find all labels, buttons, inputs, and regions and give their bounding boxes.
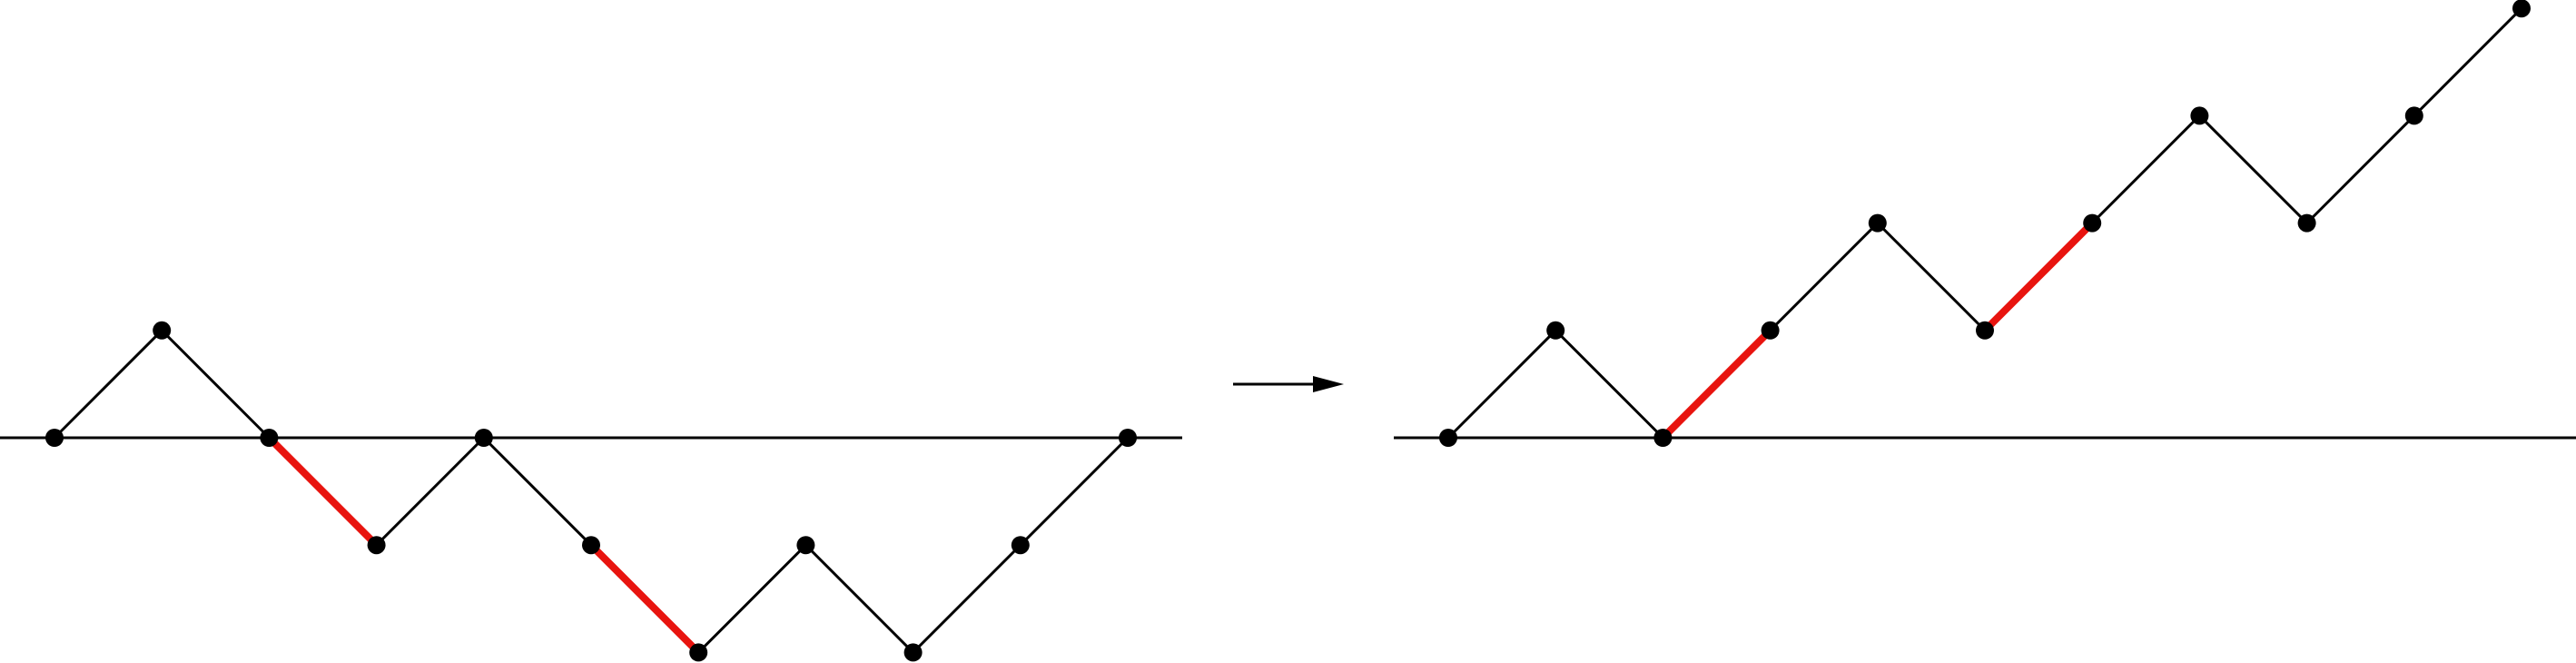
left-path-step-7 — [697, 544, 807, 654]
left-path-step-5 — [482, 436, 593, 547]
left-path-vertex-2 — [260, 429, 279, 447]
left-path-vertex-4 — [474, 429, 493, 447]
right-path-step-4 — [1769, 222, 1879, 332]
right-path-vertex-3 — [1761, 321, 1780, 340]
left-path-vertex-3 — [367, 536, 386, 555]
left-path-highlighted-step-6 — [588, 542, 702, 656]
right-path-vertex-4 — [1868, 213, 1887, 233]
right-path-step-7 — [2091, 114, 2201, 224]
right-path-vertex-1 — [1546, 321, 1565, 340]
right-path-highlighted-step-3 — [1660, 327, 1773, 440]
right-lattice-path-panel — [1394, 0, 2576, 447]
right-path-highlighted-step-6 — [1982, 220, 2096, 333]
left-path-highlighted-step-3 — [266, 435, 380, 549]
left-path-step-1 — [53, 329, 163, 440]
left-path-step-10 — [1019, 436, 1130, 547]
right-path-vertex-8 — [2297, 213, 2316, 233]
left-path-vertex-6 — [689, 643, 708, 662]
left-path-step-2 — [161, 329, 271, 440]
left-path-step-4 — [375, 436, 485, 547]
right-path-step-10 — [2413, 7, 2523, 117]
left-path-vertex-10 — [1119, 429, 1137, 447]
left-path-vertex-8 — [903, 643, 923, 662]
right-path-vertex-9 — [2404, 106, 2423, 125]
left-path-vertex-0 — [45, 429, 64, 447]
right-path-vertex-0 — [1439, 429, 1457, 447]
transformation-arrow — [1233, 376, 1344, 392]
right-path-step-2 — [1554, 329, 1664, 440]
right-path-vertex-2 — [1653, 429, 1673, 447]
left-path-vertex-7 — [796, 536, 815, 555]
left-path-vertex-1 — [153, 321, 172, 340]
right-path-step-9 — [2305, 114, 2415, 224]
right-path-vertex-7 — [2190, 106, 2209, 125]
left-path-step-8 — [804, 544, 914, 654]
arrow-head-icon — [1313, 376, 1344, 392]
left-path-vertex-9 — [1011, 536, 1030, 555]
left-path-step-9 — [912, 544, 1022, 654]
left-path-vertex-5 — [582, 536, 600, 555]
right-path-vertex-5 — [1976, 321, 1994, 340]
right-path-step-1 — [1446, 329, 1557, 440]
right-path-vertex-10 — [2512, 0, 2531, 18]
right-path-step-5 — [1876, 222, 1987, 332]
right-path-vertex-6 — [2083, 213, 2102, 233]
right-path-step-8 — [2198, 114, 2308, 224]
left-lattice-path-panel — [0, 321, 1182, 662]
